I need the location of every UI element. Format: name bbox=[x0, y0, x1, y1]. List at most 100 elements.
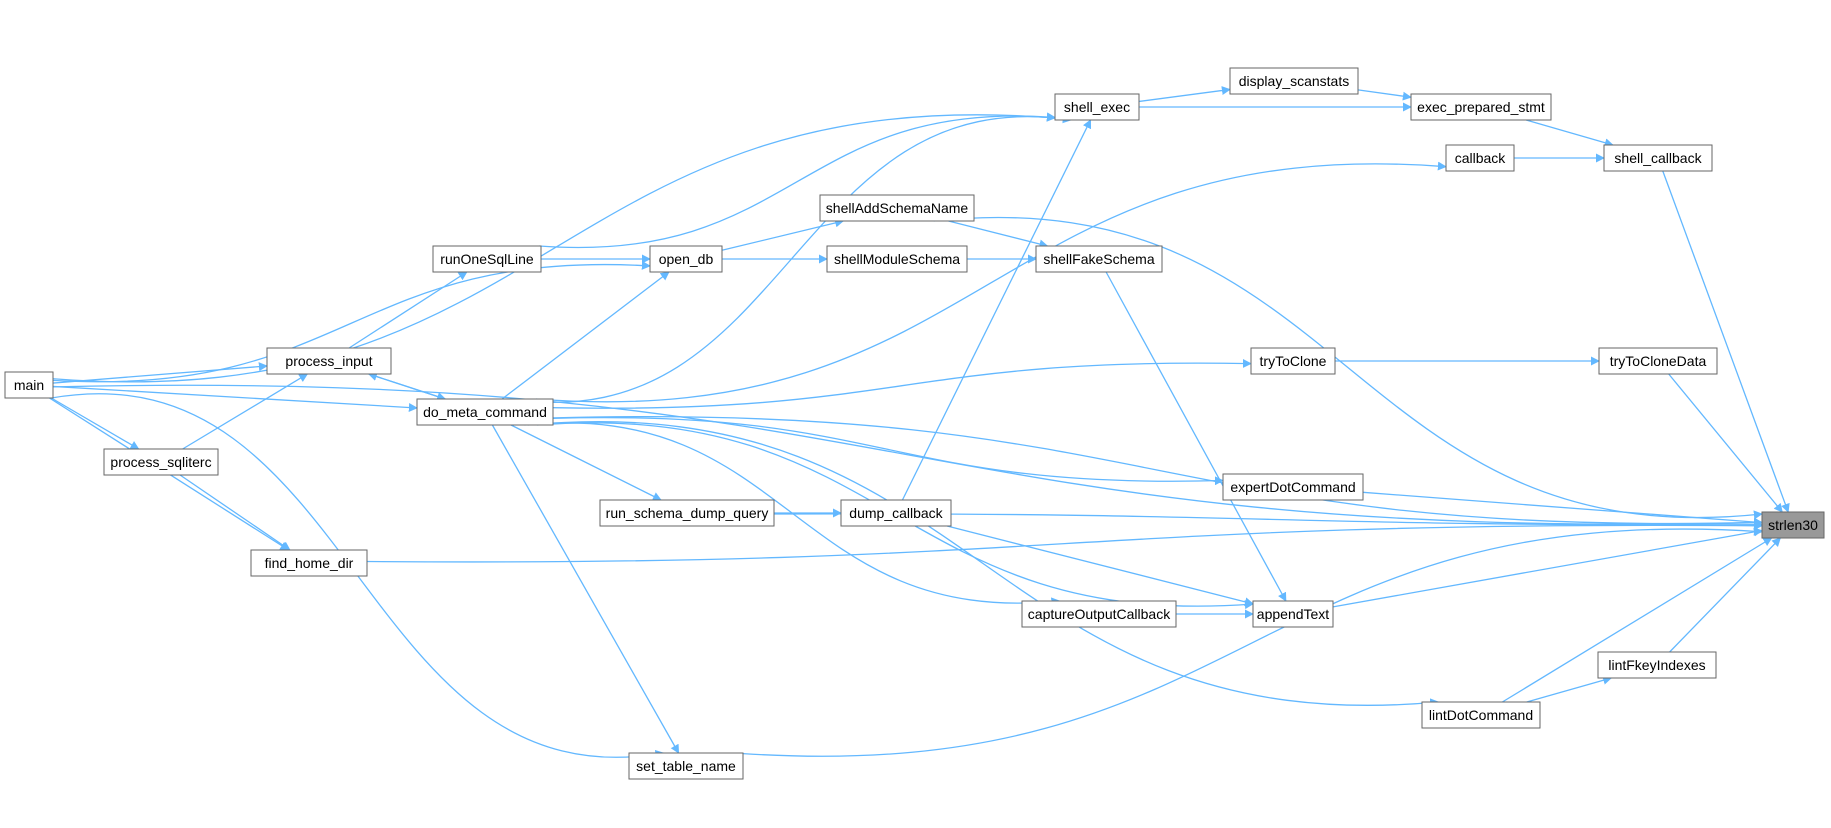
node-box bbox=[1021, 600, 1177, 628]
node-do_meta_command[interactable]: do_meta_command bbox=[416, 398, 554, 426]
edge-main-to-shell_exec bbox=[52, 112, 1056, 383]
edge-do_meta_command-to-process_input bbox=[367, 372, 446, 400]
edge-process_input-to-runOneSqlLine bbox=[348, 271, 468, 349]
node-box bbox=[250, 549, 368, 577]
edge-shellAddSchemaName-to-shellFakeSchema bbox=[948, 220, 1049, 249]
node-box bbox=[266, 347, 392, 375]
node-label: lintDotCommand bbox=[1429, 707, 1533, 723]
node-runOneSqlLine[interactable]: runOneSqlLine bbox=[432, 245, 542, 273]
node-label: runOneSqlLine bbox=[440, 251, 534, 267]
node-box bbox=[1229, 67, 1359, 95]
edge-shell_callback-to-strlen30 bbox=[1662, 170, 1790, 513]
node-run_schema_dump_query[interactable]: run_schema_dump_query bbox=[599, 499, 775, 527]
node-box bbox=[826, 245, 968, 273]
node-label: captureOutputCallback bbox=[1028, 606, 1171, 622]
node-tryToClone[interactable]: tryToClone bbox=[1250, 347, 1336, 375]
node-box bbox=[599, 499, 775, 527]
node-label: shell_exec bbox=[1064, 99, 1130, 115]
node-label: find_home_dir bbox=[265, 555, 354, 571]
node-box bbox=[1054, 93, 1140, 121]
edge-do_meta_command-to-callback bbox=[535, 161, 1447, 403]
node-open_db[interactable]: open_db bbox=[649, 245, 723, 273]
edge-display_scanstats-to-exec_prepared_stmt bbox=[1357, 89, 1412, 101]
node-box bbox=[1597, 651, 1717, 679]
edge-process_sqliterc-to-find_home_dir bbox=[179, 474, 291, 551]
nodes-layer: main process_input process_sqliterc find_ho… bbox=[4, 67, 1825, 780]
node-label: process_sqliterc bbox=[110, 454, 211, 470]
edge-main-to-strlen30 bbox=[52, 384, 1763, 528]
node-label: shellFakeSchema bbox=[1043, 251, 1154, 267]
node-label: exec_prepared_stmt bbox=[1417, 99, 1545, 115]
node-box bbox=[1603, 144, 1713, 172]
node-label: set_table_name bbox=[636, 758, 736, 774]
node-label: tryToCloneData bbox=[1610, 353, 1707, 369]
node-process_input[interactable]: process_input bbox=[266, 347, 392, 375]
edge-set_table_name-to-strlen30 bbox=[742, 526, 1763, 757]
node-label: main bbox=[14, 377, 44, 393]
node-box bbox=[1035, 245, 1163, 273]
node-box bbox=[416, 398, 554, 426]
node-box bbox=[1410, 93, 1552, 121]
edge-do_meta_command-to-set_table_name bbox=[491, 424, 680, 754]
node-set_table_name[interactable]: set_table_name bbox=[628, 752, 744, 780]
node-shellAddSchemaName[interactable]: shellAddSchemaName bbox=[819, 194, 975, 222]
node-label: tryToClone bbox=[1260, 353, 1327, 369]
edge-run_schema_dump_query-to-strlen30 bbox=[773, 513, 1763, 530]
node-box bbox=[840, 499, 952, 527]
node-appendText[interactable]: appendText bbox=[1252, 600, 1334, 628]
node-box bbox=[1252, 600, 1334, 628]
edge-do_meta_command-to-open_db bbox=[501, 271, 670, 400]
edge-main-to-process_sqliterc bbox=[50, 397, 140, 450]
node-label: appendText bbox=[1257, 606, 1330, 622]
node-box bbox=[1598, 347, 1718, 375]
edge-process_sqliterc-to-process_input bbox=[182, 373, 309, 450]
node-display_scanstats[interactable]: display_scanstats bbox=[1229, 67, 1359, 95]
node-find_home_dir[interactable]: find_home_dir bbox=[250, 549, 368, 577]
node-box bbox=[4, 371, 54, 399]
node-label: shellAddSchemaName bbox=[826, 200, 969, 216]
node-shellFakeSchema[interactable]: shellFakeSchema bbox=[1035, 245, 1163, 273]
edge-find_home_dir-to-strlen30 bbox=[366, 521, 1763, 563]
edge-do_meta_command-to-expertDotCommand bbox=[552, 416, 1224, 486]
edge-shellAddSchemaName-to-strlen30 bbox=[933, 216, 1763, 520]
edge-runOneSqlLine-to-shell_exec bbox=[539, 112, 1056, 249]
edge-tryToCloneData-to-strlen30 bbox=[1668, 373, 1783, 513]
edge-main-to-process_input bbox=[52, 362, 268, 384]
node-label: shell_callback bbox=[1614, 150, 1702, 166]
node-label: process_input bbox=[285, 353, 372, 369]
edge-do_meta_command-to-tryToClone bbox=[552, 358, 1252, 409]
edge-lintDotCommand-to-strlen30 bbox=[1502, 537, 1773, 703]
node-label: run_schema_dump_query bbox=[606, 505, 769, 521]
node-tryToCloneData[interactable]: tryToCloneData bbox=[1598, 347, 1718, 375]
node-label: display_scanstats bbox=[1239, 73, 1350, 89]
node-box bbox=[628, 752, 744, 780]
edge-shell_exec-to-display_scanstats bbox=[1138, 86, 1231, 103]
node-label: expertDotCommand bbox=[1230, 479, 1355, 495]
node-shell_exec[interactable]: shell_exec bbox=[1054, 93, 1140, 121]
node-callback[interactable]: callback bbox=[1445, 144, 1515, 172]
node-box bbox=[103, 448, 219, 476]
node-label: lintFkeyIndexes bbox=[1608, 657, 1705, 673]
node-label: open_db bbox=[659, 251, 714, 267]
edge-expertDotCommand-to-strlen30 bbox=[1362, 491, 1763, 527]
node-box bbox=[1222, 473, 1364, 501]
edge-shellFakeSchema-to-appendText bbox=[1105, 271, 1287, 602]
edge-dump_callback-to-shell_exec bbox=[901, 119, 1092, 501]
edge-exec_prepared_stmt-to-shell_callback bbox=[1525, 119, 1614, 148]
node-shell_callback[interactable]: shell_callback bbox=[1603, 144, 1713, 172]
node-dump_callback[interactable]: dump_callback bbox=[840, 499, 952, 527]
edge-do_meta_command-to-strlen30 bbox=[552, 415, 1763, 528]
node-captureOutputCallback[interactable]: captureOutputCallback bbox=[1021, 600, 1177, 628]
node-box bbox=[1445, 144, 1515, 172]
node-exec_prepared_stmt[interactable]: exec_prepared_stmt bbox=[1410, 93, 1552, 121]
node-main[interactable]: main bbox=[4, 371, 54, 399]
node-expertDotCommand[interactable]: expertDotCommand bbox=[1222, 473, 1364, 501]
node-strlen30[interactable]: strlen30 bbox=[1761, 511, 1825, 539]
node-box bbox=[1250, 347, 1336, 375]
node-process_sqliterc[interactable]: process_sqliterc bbox=[103, 448, 219, 476]
edge-do_meta_command-to-run_schema_dump_query bbox=[510, 424, 662, 501]
node-lintFkeyIndexes[interactable]: lintFkeyIndexes bbox=[1597, 651, 1717, 679]
node-lintDotCommand[interactable]: lintDotCommand bbox=[1421, 701, 1541, 729]
node-shellModuleSchema[interactable]: shellModuleSchema bbox=[826, 245, 968, 273]
